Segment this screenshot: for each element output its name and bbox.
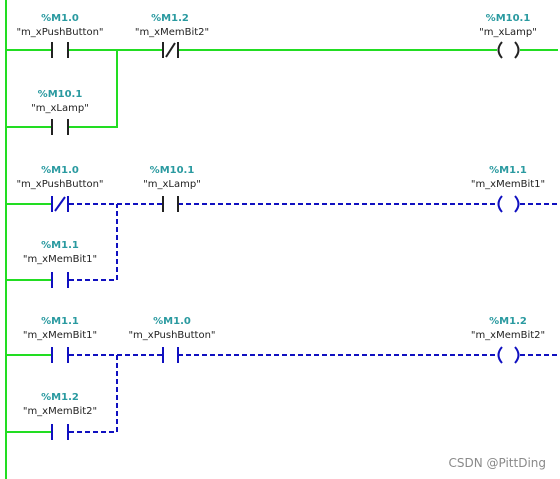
n2-contact-pushbutton[interactable] <box>51 196 69 212</box>
network-2 <box>6 203 558 281</box>
n3-contact-pushbutton[interactable] <box>162 347 179 363</box>
n1-branch-contact-xlamp-tag: "m_xLamp" <box>31 103 89 114</box>
n3-contact-membit1-tag: "m_xMemBit1" <box>23 330 97 341</box>
n2-contact-xlamp-address: %M10.1 <box>150 165 195 176</box>
n2-contact-xlamp[interactable] <box>162 196 179 212</box>
n1-contact-pushbutton[interactable] <box>51 42 69 58</box>
n1-branch-contact-xlamp[interactable] <box>51 119 69 135</box>
n1-coil-xlamp[interactable] <box>497 41 520 59</box>
n3-contact-membit1[interactable] <box>51 347 69 363</box>
n3-contact-pushbutton-address: %M1.0 <box>153 316 191 327</box>
n3-coil-membit2-address: %M1.2 <box>489 316 527 327</box>
n3-branch-contact-membit2-address: %M1.2 <box>41 392 79 403</box>
n3-branch-contact-membit2-tag: "m_xMemBit2" <box>23 406 97 417</box>
n3-contact-pushbutton-tag: "m_xPushButton" <box>128 330 215 341</box>
watermark-text: CSDN @PittDing <box>448 456 546 470</box>
n3-coil-membit2[interactable] <box>497 346 520 364</box>
n3-contact-membit1-address: %M1.1 <box>41 316 79 327</box>
n1-coil-xlamp-tag: "m_xLamp" <box>479 27 537 38</box>
n2-contact-pushbutton-tag: "m_xPushButton" <box>16 179 103 190</box>
n2-coil-membit1[interactable] <box>497 195 520 213</box>
n3-coil-membit2-tag: "m_xMemBit2" <box>471 330 545 341</box>
n1-contact-pushbutton-tag: "m_xPushButton" <box>16 27 103 38</box>
n2-branch-contact-membit1[interactable] <box>51 272 69 288</box>
n3-branch-contact-membit2[interactable] <box>51 424 69 440</box>
n1-contact-pushbutton-address: %M1.0 <box>41 13 79 24</box>
n2-coil-membit1-tag: "m_xMemBit1" <box>471 179 545 190</box>
n2-contact-xlamp-tag: "m_xLamp" <box>143 179 201 190</box>
n1-contact-membit2-address: %M1.2 <box>151 13 189 24</box>
n1-branch-contact-xlamp-address: %M10.1 <box>38 89 83 100</box>
network-1 <box>6 49 558 128</box>
network-3 <box>6 354 558 433</box>
n2-coil-membit1-address: %M1.1 <box>489 165 527 176</box>
n2-contact-pushbutton-address: %M1.0 <box>41 165 79 176</box>
n1-coil-xlamp-address: %M10.1 <box>486 13 531 24</box>
n2-branch-contact-membit1-tag: "m_xMemBit1" <box>23 254 97 265</box>
n1-contact-membit2[interactable] <box>162 42 179 58</box>
n1-contact-membit2-tag: "m_xMemBit2" <box>135 27 209 38</box>
n2-branch-contact-membit1-address: %M1.1 <box>41 240 79 251</box>
